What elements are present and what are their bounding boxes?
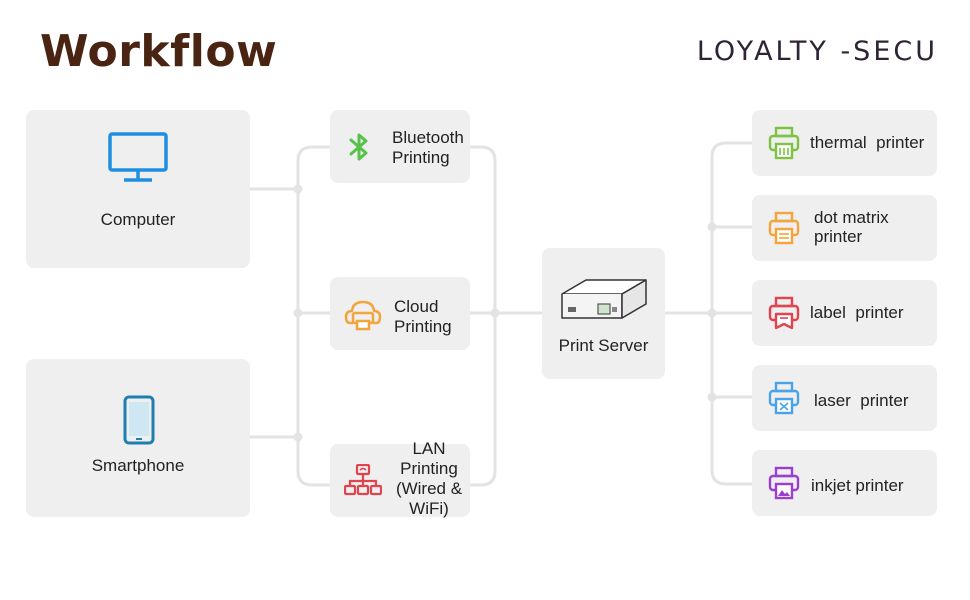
- printer-icon: [768, 296, 800, 330]
- monitor-icon: [108, 132, 168, 182]
- method-lan-card: LAN Printing (Wired & WiFi): [330, 439, 470, 518]
- printer-dot-matrix-card: dot matrix printer: [752, 195, 937, 261]
- printer-thermal-label: thermal printer: [810, 133, 925, 152]
- source-computer-card: Computer: [26, 110, 250, 268]
- method-cloud-label: Cloud Printing: [394, 297, 452, 336]
- cloud-printer-icon: [344, 300, 382, 331]
- print-server-card: Print Server: [542, 248, 665, 379]
- print-server-icon: [561, 279, 647, 319]
- method-bluetooth-card: Bluetooth Printing: [330, 110, 470, 183]
- print-server-label: Print Server: [558, 336, 649, 355]
- bluetooth-icon: [349, 133, 368, 161]
- printer-thermal-card: thermal printer: [752, 110, 937, 176]
- printer-inkjet-card: inkjet printer: [752, 450, 937, 516]
- printer-laser-card: laser printer: [752, 365, 937, 431]
- printer-icon: [768, 211, 800, 245]
- printer-inkjet-label: inkjet printer: [811, 476, 904, 495]
- source-smartphone-label: Smartphone: [91, 456, 185, 475]
- method-cloud-card: Cloud Printing: [330, 277, 470, 350]
- printer-label-card: label printer: [752, 280, 937, 346]
- brand-logo: LOYALTY -SECU: [696, 36, 938, 67]
- source-smartphone-card: Smartphone: [26, 359, 250, 517]
- printer-dot-matrix-label: dot matrix printer: [814, 208, 889, 246]
- printer-icon: [768, 126, 800, 160]
- printer-icon: [768, 466, 800, 500]
- method-lan-label: LAN Printing (Wired & WiFi): [395, 439, 463, 518]
- source-computer-label: Computer: [100, 210, 176, 229]
- method-bluetooth-label: Bluetooth Printing: [392, 128, 464, 167]
- network-icon: [344, 464, 382, 496]
- printer-label-label: label printer: [810, 303, 904, 322]
- printer-laser-label: laser printer: [814, 391, 909, 410]
- printer-icon: [768, 381, 800, 415]
- page-title: Workflow: [40, 26, 278, 77]
- tablet-icon: [123, 395, 155, 445]
